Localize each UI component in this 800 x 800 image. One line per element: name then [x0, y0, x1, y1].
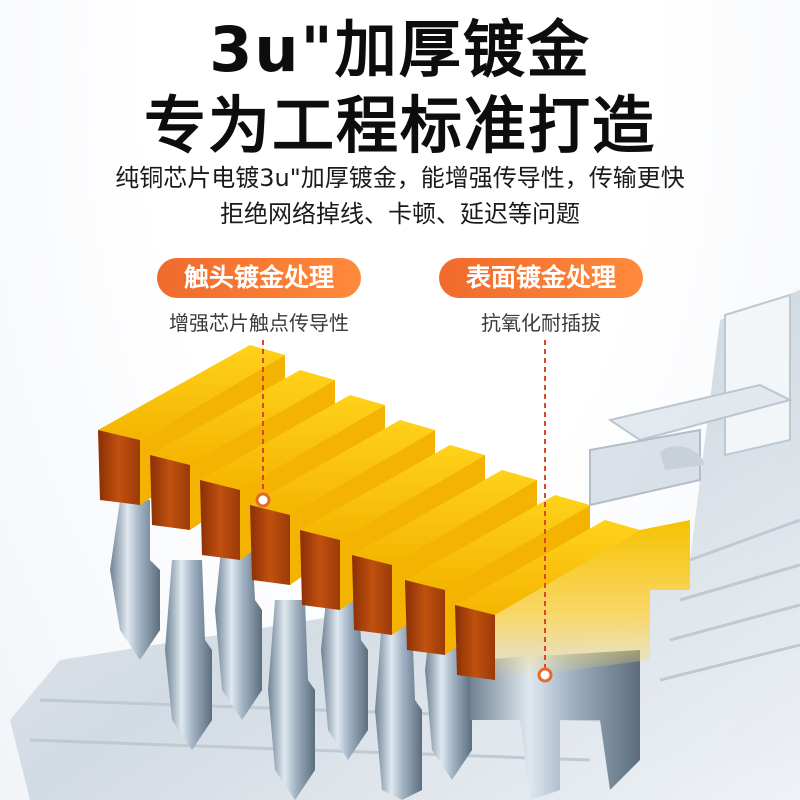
gold-contact-8 — [455, 520, 690, 680]
callout-marker-right — [537, 340, 553, 683]
callout-marker-left — [255, 340, 271, 508]
callout-label-surface-plating: 表面镀金处理 — [439, 258, 643, 298]
description-line-1: 纯铜芯片电镀3u"加厚镀金，能增强传导性，传输更快 — [115, 164, 685, 192]
description-line-2: 拒绝网络掉线、卡顿、延迟等问题 — [220, 200, 580, 228]
callout-label-contact-plating: 触头镀金处理 — [157, 258, 361, 298]
headline-line-1: 3u"加厚镀金 — [209, 13, 591, 86]
callout-caption-surface-plating: 抗氧化耐插拔 — [481, 311, 601, 335]
callout-caption-contact-plating: 增强芯片触点传导性 — [169, 311, 349, 335]
headline-line-2: 专为工程标准打造 — [143, 89, 656, 162]
gold-contacts — [98, 345, 690, 680]
